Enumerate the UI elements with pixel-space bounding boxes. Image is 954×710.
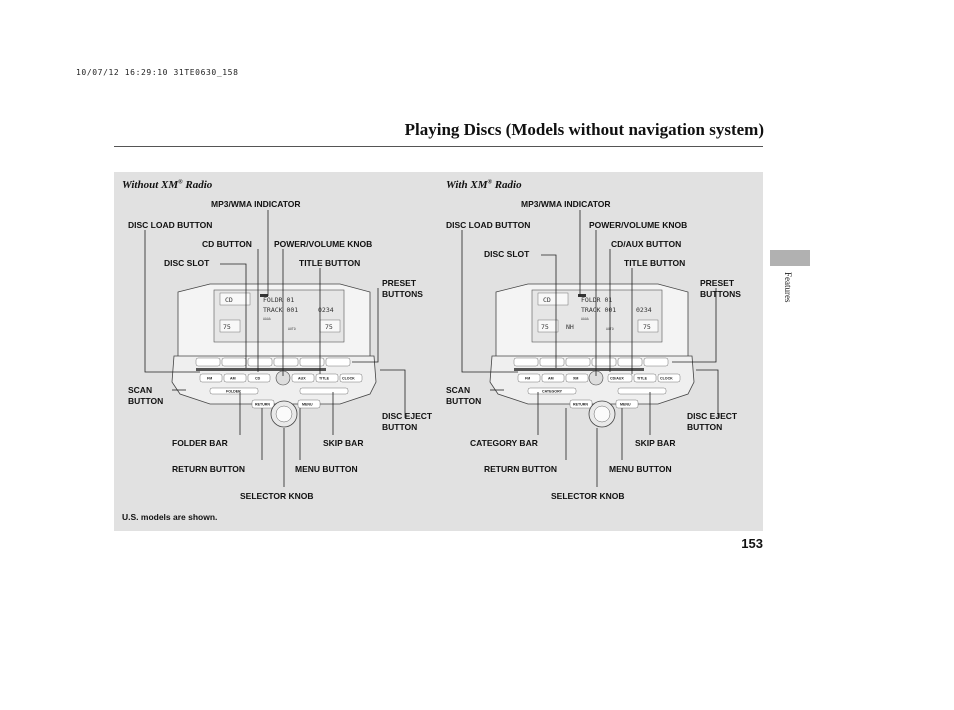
right-label-disc-slot: DISC SLOT <box>484 249 530 259</box>
left-button-menu: MENU <box>302 403 313 407</box>
left-display-line1: FOLDR 01 <box>263 296 294 304</box>
right-button-clock: CLOCK <box>660 377 673 381</box>
right-label-cd-aux-button: CD/AUX BUTTON <box>611 239 682 249</box>
left-button-return: RETURN <box>255 403 270 407</box>
title-rule <box>114 146 763 147</box>
right-label-menu-button: MENU BUTTON <box>609 464 672 474</box>
right-button-title: TITLE <box>637 377 648 381</box>
left-diagram-title-text: Without XM <box>122 179 179 191</box>
left-label-skip-bar: SKIP BAR <box>323 438 364 448</box>
left-power-volume-knob <box>275 370 291 386</box>
left-label-disc-eject-button: DISC EJECT BUTTON <box>382 411 433 432</box>
right-button-menu: MENU <box>620 403 631 407</box>
left-radio-unit: CD FOLDR 01 TRACK 001 0234 AAAA 75 75 AU… <box>170 278 380 438</box>
left-disc-slot <box>196 368 326 371</box>
right-category-bar-label: CATEGORY <box>542 390 563 394</box>
left-diagram-title-suffix: Radio <box>182 179 213 191</box>
left-folder-bar <box>209 387 259 395</box>
right-button-xm: XM <box>573 377 578 381</box>
section-tab-label: Features <box>783 272 793 303</box>
left-label-power-volume-knob: POWER/VOLUME KNOB <box>274 239 373 249</box>
left-label-folder-bar: FOLDER BAR <box>172 438 228 448</box>
right-diagram-title-mark: ® <box>487 179 492 186</box>
right-label-preset-buttons: PRESET BUTTONS <box>700 278 741 299</box>
left-label-selector-knob: SELECTOR KNOB <box>240 491 314 501</box>
right-label-power-volume-knob: POWER/VOLUME KNOB <box>589 220 688 230</box>
right-button-cd-aux: CD/AUX <box>610 377 624 381</box>
left-display-time: 0234 <box>318 306 334 314</box>
right-button-fm: FM <box>525 377 530 381</box>
right-label-title-button: TITLE BUTTON <box>624 258 686 268</box>
right-label-scan-button: SCAN BUTTON <box>446 385 482 406</box>
right-button-return: RETURN <box>573 403 588 407</box>
right-display-auto: AUTO <box>606 327 614 331</box>
left-label-preset-buttons: PRESET BUTTONS <box>382 278 423 299</box>
right-radio-unit: CD FOLDR 01 TRACK 001 0234 AAAA 75 NH 75… <box>488 278 698 438</box>
right-display-line3: AAAA <box>581 317 589 321</box>
left-button-clock: CLOCK <box>342 377 355 381</box>
right-label-category-bar: CATEGORY BAR <box>470 438 538 448</box>
right-display-mode: CD <box>543 296 551 304</box>
right-disc-slot <box>514 368 644 371</box>
left-display-temp-left: 75 <box>223 323 231 331</box>
footnote: U.S. models are shown. <box>122 512 218 522</box>
right-display-temp-mid: NH <box>566 323 574 331</box>
left-diagram-title: Without XM® Radio <box>122 179 212 191</box>
right-display-temp-right: 75 <box>643 323 651 331</box>
right-label-selector-knob: SELECTOR KNOB <box>551 491 625 501</box>
print-stamp: 10/07/12 16:29:10 31TE0630_158 <box>76 68 239 77</box>
right-label-return-button: RETURN BUTTON <box>484 464 558 474</box>
left-label-cd-button: CD BUTTON <box>202 239 252 249</box>
right-label-skip-bar: SKIP BAR <box>635 438 676 448</box>
right-display-time: 0234 <box>636 306 652 314</box>
section-tab <box>770 250 810 266</box>
left-label-disc-slot: DISC SLOT <box>164 258 210 268</box>
left-label-menu-button: MENU BUTTON <box>295 464 358 474</box>
left-display-auto: AUTO <box>288 327 296 331</box>
right-category-bar <box>527 387 577 395</box>
right-power-volume-knob <box>588 370 604 386</box>
left-button-am: AM <box>230 377 236 381</box>
right-display-temp-left: 75 <box>541 323 549 331</box>
left-label-scan-button: SCAN BUTTON <box>128 385 164 406</box>
left-button-fm: FM <box>207 377 212 381</box>
left-diagram-title-mark: ® <box>178 179 183 186</box>
right-diagram-title-text: With XM <box>446 179 488 191</box>
right-label-disc-load-button: DISC LOAD BUTTON <box>446 220 531 230</box>
left-label-disc-load-button: DISC LOAD BUTTON <box>128 220 213 230</box>
left-label-return-button: RETURN BUTTON <box>172 464 246 474</box>
page-number: 153 <box>741 536 763 551</box>
right-skip-bar <box>617 387 667 395</box>
right-button-am: AM <box>548 377 554 381</box>
right-diagram-title-suffix: Radio <box>491 179 522 191</box>
left-display-temp-right: 75 <box>325 323 333 331</box>
left-button-title: TITLE <box>319 377 330 381</box>
page-title: Playing Discs (Models without navigation… <box>404 120 764 139</box>
left-button-cd: CD <box>255 377 261 381</box>
right-display-line1: FOLDR 01 <box>581 296 612 304</box>
left-folder-bar-label: FOLDER <box>226 390 241 394</box>
right-label-mp3-wma-indicator: MP3/WMA INDICATOR <box>521 199 611 209</box>
left-button-aux: AUX <box>298 377 306 381</box>
left-label-mp3-wma-indicator: MP3/WMA INDICATOR <box>211 199 301 209</box>
left-display-mode: CD <box>225 296 233 304</box>
right-diagram-title: With XM® Radio <box>446 179 522 191</box>
left-label-title-button: TITLE BUTTON <box>299 258 361 268</box>
right-display-line2: TRACK 001 <box>581 306 616 314</box>
left-skip-bar <box>299 387 349 395</box>
left-display-line2: TRACK 001 <box>263 306 298 314</box>
left-display-line3: AAAA <box>263 317 271 321</box>
